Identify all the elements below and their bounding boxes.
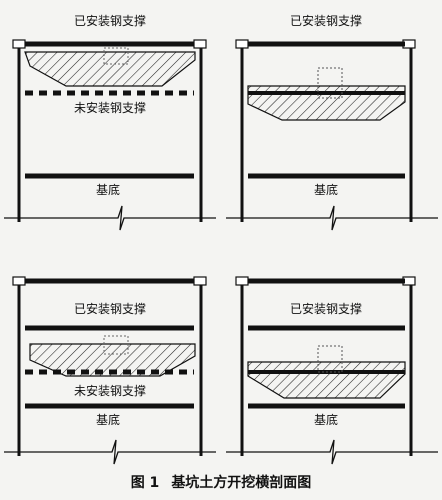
label-base: 基底 [311,183,341,197]
label-base: 基底 [93,183,123,197]
label-installed-support: 已安装钢支撑 [287,302,365,316]
ground-break-line [226,205,438,231]
label-base: 基底 [93,413,123,427]
label-uninstalled-support: 未安装钢支撑 [71,384,149,398]
label-installed-support: 已安装钢支撑 [71,14,149,28]
panel-bottom-right [226,276,438,465]
panel-top-left [4,39,216,231]
soil-mound [24,51,196,87]
left-cap [235,39,249,49]
left-cap [235,276,249,286]
excavator-icon [317,345,343,373]
figure-caption: 图 1 基坑土方开挖横剖面图 [0,472,442,492]
figure-title: 基坑土方开挖横剖面图 [171,475,312,491]
excavator-icon [103,335,129,355]
label-installed-support: 已安装钢支撑 [287,14,365,28]
soil-mound [247,361,406,399]
ground-break-line [4,439,216,465]
label-base: 基底 [311,413,341,427]
right-cap [193,276,207,286]
soil-mound [29,343,196,377]
ground-break-line [4,205,216,231]
excavator-icon [317,67,343,99]
label-uninstalled-support: 未安装钢支撑 [71,101,149,115]
label-installed-support: 已安装钢支撑 [71,302,149,316]
left-cap [12,276,26,286]
panel-bottom-left [4,276,216,465]
figure-number: 图 1 [130,475,160,491]
panel-top-right [226,39,438,231]
left-cap [12,39,26,49]
right-cap [193,39,207,49]
ground-break-line [226,439,438,465]
excavator-icon [103,47,129,65]
